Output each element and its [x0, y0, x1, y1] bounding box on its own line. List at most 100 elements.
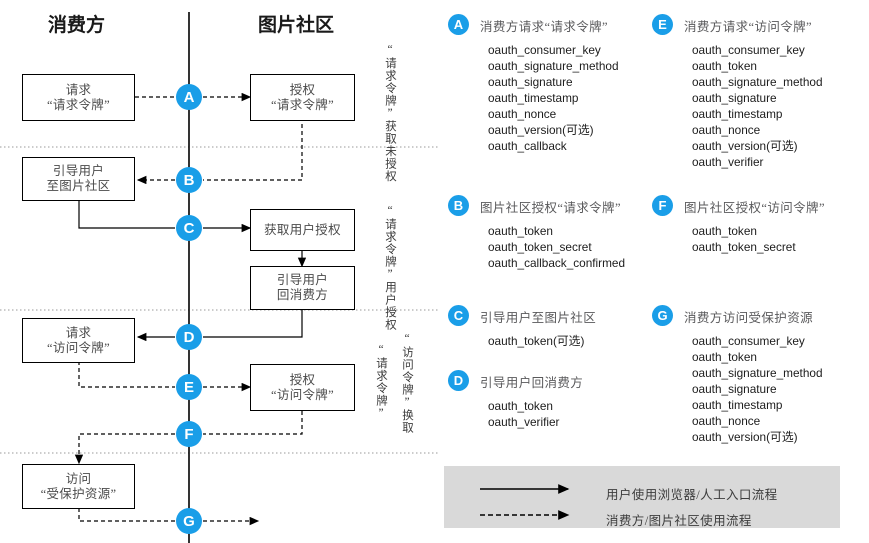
legend-solid-label: 用户使用浏览器/人工入口流程	[606, 488, 778, 502]
param-item: oauth_timestamp	[692, 107, 783, 121]
node-line-2: “访问令牌”	[271, 387, 334, 402]
badge-d-icon: D	[448, 370, 469, 391]
node-line-1: 引导用户	[276, 273, 329, 287]
param-item: oauth_callback_confirmed	[488, 256, 626, 270]
param-group-a-title: 消费方请求“请求令牌”	[480, 20, 608, 34]
param-list-d: oauth_token oauth_verifier	[448, 398, 658, 430]
phase-label-request-token-tail: “请求令牌”	[375, 344, 387, 420]
badge-e-icon: E	[652, 14, 673, 35]
legend-box: 用户使用浏览器/人工入口流程 消费方/图片社区使用流程	[444, 466, 840, 528]
node-line-1: 请求	[65, 82, 92, 97]
legend-dashed-label: 消费方/图片社区使用流程	[606, 514, 752, 528]
param-item: oauth_consumer_key	[692, 43, 805, 57]
badge-b-icon: B	[448, 195, 469, 216]
param-group-e-header: E 消费方请求“访问令牌”	[652, 14, 867, 36]
legend-row-dashed: 消费方/图片社区使用流程	[444, 508, 840, 530]
param-item: oauth_verifier	[692, 155, 764, 169]
node-line-1: 引导用户	[52, 164, 105, 178]
param-item: oauth_signature_method	[692, 75, 823, 89]
badge-a-icon: A	[448, 14, 469, 35]
param-item: oauth_version(可选)	[692, 139, 798, 153]
param-list-e: oauth_consumer_key oauth_token oauth_sig…	[652, 42, 867, 170]
param-item: oauth_signature	[692, 91, 777, 105]
param-item: oauth_consumer_key	[692, 334, 805, 348]
phase-label-exchange-access-token: “访问令牌”换取	[401, 333, 413, 434]
node-line-2: 至图片社区	[46, 179, 111, 193]
step-marker-c[interactable]: C	[176, 215, 202, 241]
lane-title-community: 图片社区	[258, 15, 335, 36]
param-item: oauth_version(可选)	[692, 430, 798, 444]
param-group-a: A 消费方请求“请求令牌” oauth_consumer_key oauth_s…	[448, 14, 658, 154]
node-line-1: 获取用户授权	[264, 222, 341, 237]
param-group-d-header: D 引导用户回消费方	[448, 370, 658, 392]
node-grant-request-token[interactable]: 授权 “请求令牌”	[250, 74, 355, 121]
flow-diagram: 消费方 图片社区 请求 “请求令牌” 授权 “请求令牌” 引导用户 至图片社区 …	[0, 12, 440, 543]
badge-f-icon: F	[652, 195, 673, 216]
param-item: oauth_token	[488, 224, 553, 238]
param-item: oauth_timestamp	[488, 91, 579, 105]
dashed-arrow-icon	[480, 510, 570, 520]
param-item: oauth_nonce	[692, 123, 761, 137]
node-line-1: 访问	[65, 471, 92, 486]
node-get-user-authorization[interactable]: 获取用户授权	[250, 209, 355, 251]
param-group-e-title: 消费方请求“访问令牌”	[684, 20, 812, 34]
node-grant-access-token[interactable]: 授权 “访问令牌”	[250, 364, 355, 411]
step-marker-a[interactable]: A	[176, 84, 202, 110]
node-line-2: “请求令牌”	[47, 97, 110, 112]
param-item: oauth_version(可选)	[488, 123, 594, 137]
param-item: oauth_signature	[692, 382, 777, 396]
step-marker-b[interactable]: B	[176, 167, 202, 193]
node-request-request-token[interactable]: 请求 “请求令牌”	[22, 74, 135, 121]
node-line-1: 请求	[65, 325, 92, 340]
param-list-f: oauth_token oauth_token_secret	[652, 223, 867, 255]
param-group-b-title: 图片社区授权“请求令牌”	[480, 201, 621, 215]
param-item: oauth_token_secret	[488, 240, 592, 254]
param-group-d: D 引导用户回消费方 oauth_token oauth_verifier	[448, 370, 658, 430]
param-item: oauth_signature_method	[488, 59, 619, 73]
param-group-g-header: G 消费方访问受保护资源	[652, 305, 867, 327]
param-group-f: F 图片社区授权“访问令牌” oauth_token oauth_token_s…	[652, 195, 867, 255]
phase-label-unauthorized-request-token: “请求令牌”获取未授权	[384, 44, 396, 183]
param-item: oauth_signature	[488, 75, 573, 89]
param-item: oauth_verifier	[488, 415, 560, 429]
node-redirect-to-consumer[interactable]: 引导用户 回消费方	[250, 266, 355, 310]
step-marker-d[interactable]: D	[176, 324, 202, 350]
param-item: oauth_token_secret	[692, 240, 796, 254]
param-group-c: C 引导用户至图片社区 oauth_token(可选)	[448, 305, 658, 349]
param-item: oauth_token	[692, 224, 757, 238]
node-line-2: “受保护资源”	[40, 486, 117, 501]
param-group-c-title: 引导用户至图片社区	[480, 311, 597, 325]
node-redirect-to-community[interactable]: 引导用户 至图片社区	[22, 157, 135, 201]
param-item: oauth_timestamp	[692, 398, 783, 412]
badge-c-icon: C	[448, 305, 469, 326]
param-item: oauth_token	[488, 399, 553, 413]
param-item: oauth_callback	[488, 139, 567, 153]
oauth-parameter-panel: A 消费方请求“请求令牌” oauth_consumer_key oauth_s…	[440, 0, 869, 543]
node-line-1: 授权	[289, 372, 316, 387]
param-item: oauth_nonce	[488, 107, 557, 121]
step-marker-e[interactable]: E	[176, 374, 202, 400]
legend-row-solid: 用户使用浏览器/人工入口流程	[444, 482, 840, 504]
param-group-b-header: B 图片社区授权“请求令牌”	[448, 195, 658, 217]
step-marker-g[interactable]: G	[176, 508, 202, 534]
node-line-1: 授权	[289, 82, 316, 97]
param-item: oauth_token(可选)	[488, 334, 585, 348]
param-group-b: B 图片社区授权“请求令牌” oauth_token oauth_token_s…	[448, 195, 658, 271]
param-list-a: oauth_consumer_key oauth_signature_metho…	[448, 42, 658, 154]
param-item: oauth_signature_method	[692, 366, 823, 380]
node-access-protected-resource[interactable]: 访问 “受保护资源”	[22, 464, 135, 509]
param-group-g-title: 消费方访问受保护资源	[684, 311, 814, 325]
param-group-g: G 消费方访问受保护资源 oauth_consumer_key oauth_to…	[652, 305, 867, 445]
param-group-c-header: C 引导用户至图片社区	[448, 305, 658, 327]
node-line-2: 回消费方	[276, 288, 329, 302]
step-marker-f[interactable]: F	[176, 421, 202, 447]
param-list-g: oauth_consumer_key oauth_token oauth_sig…	[652, 333, 867, 445]
param-list-c: oauth_token(可选)	[448, 333, 658, 349]
param-group-a-header: A 消费方请求“请求令牌”	[448, 14, 658, 36]
param-list-b: oauth_token oauth_token_secret oauth_cal…	[448, 223, 658, 271]
phase-label-user-authorization: “请求令牌”用户授权	[384, 205, 396, 331]
node-request-access-token[interactable]: 请求 “访问令牌”	[22, 318, 135, 363]
param-group-f-header: F 图片社区授权“访问令牌”	[652, 195, 867, 217]
node-line-2: “请求令牌”	[271, 97, 334, 112]
